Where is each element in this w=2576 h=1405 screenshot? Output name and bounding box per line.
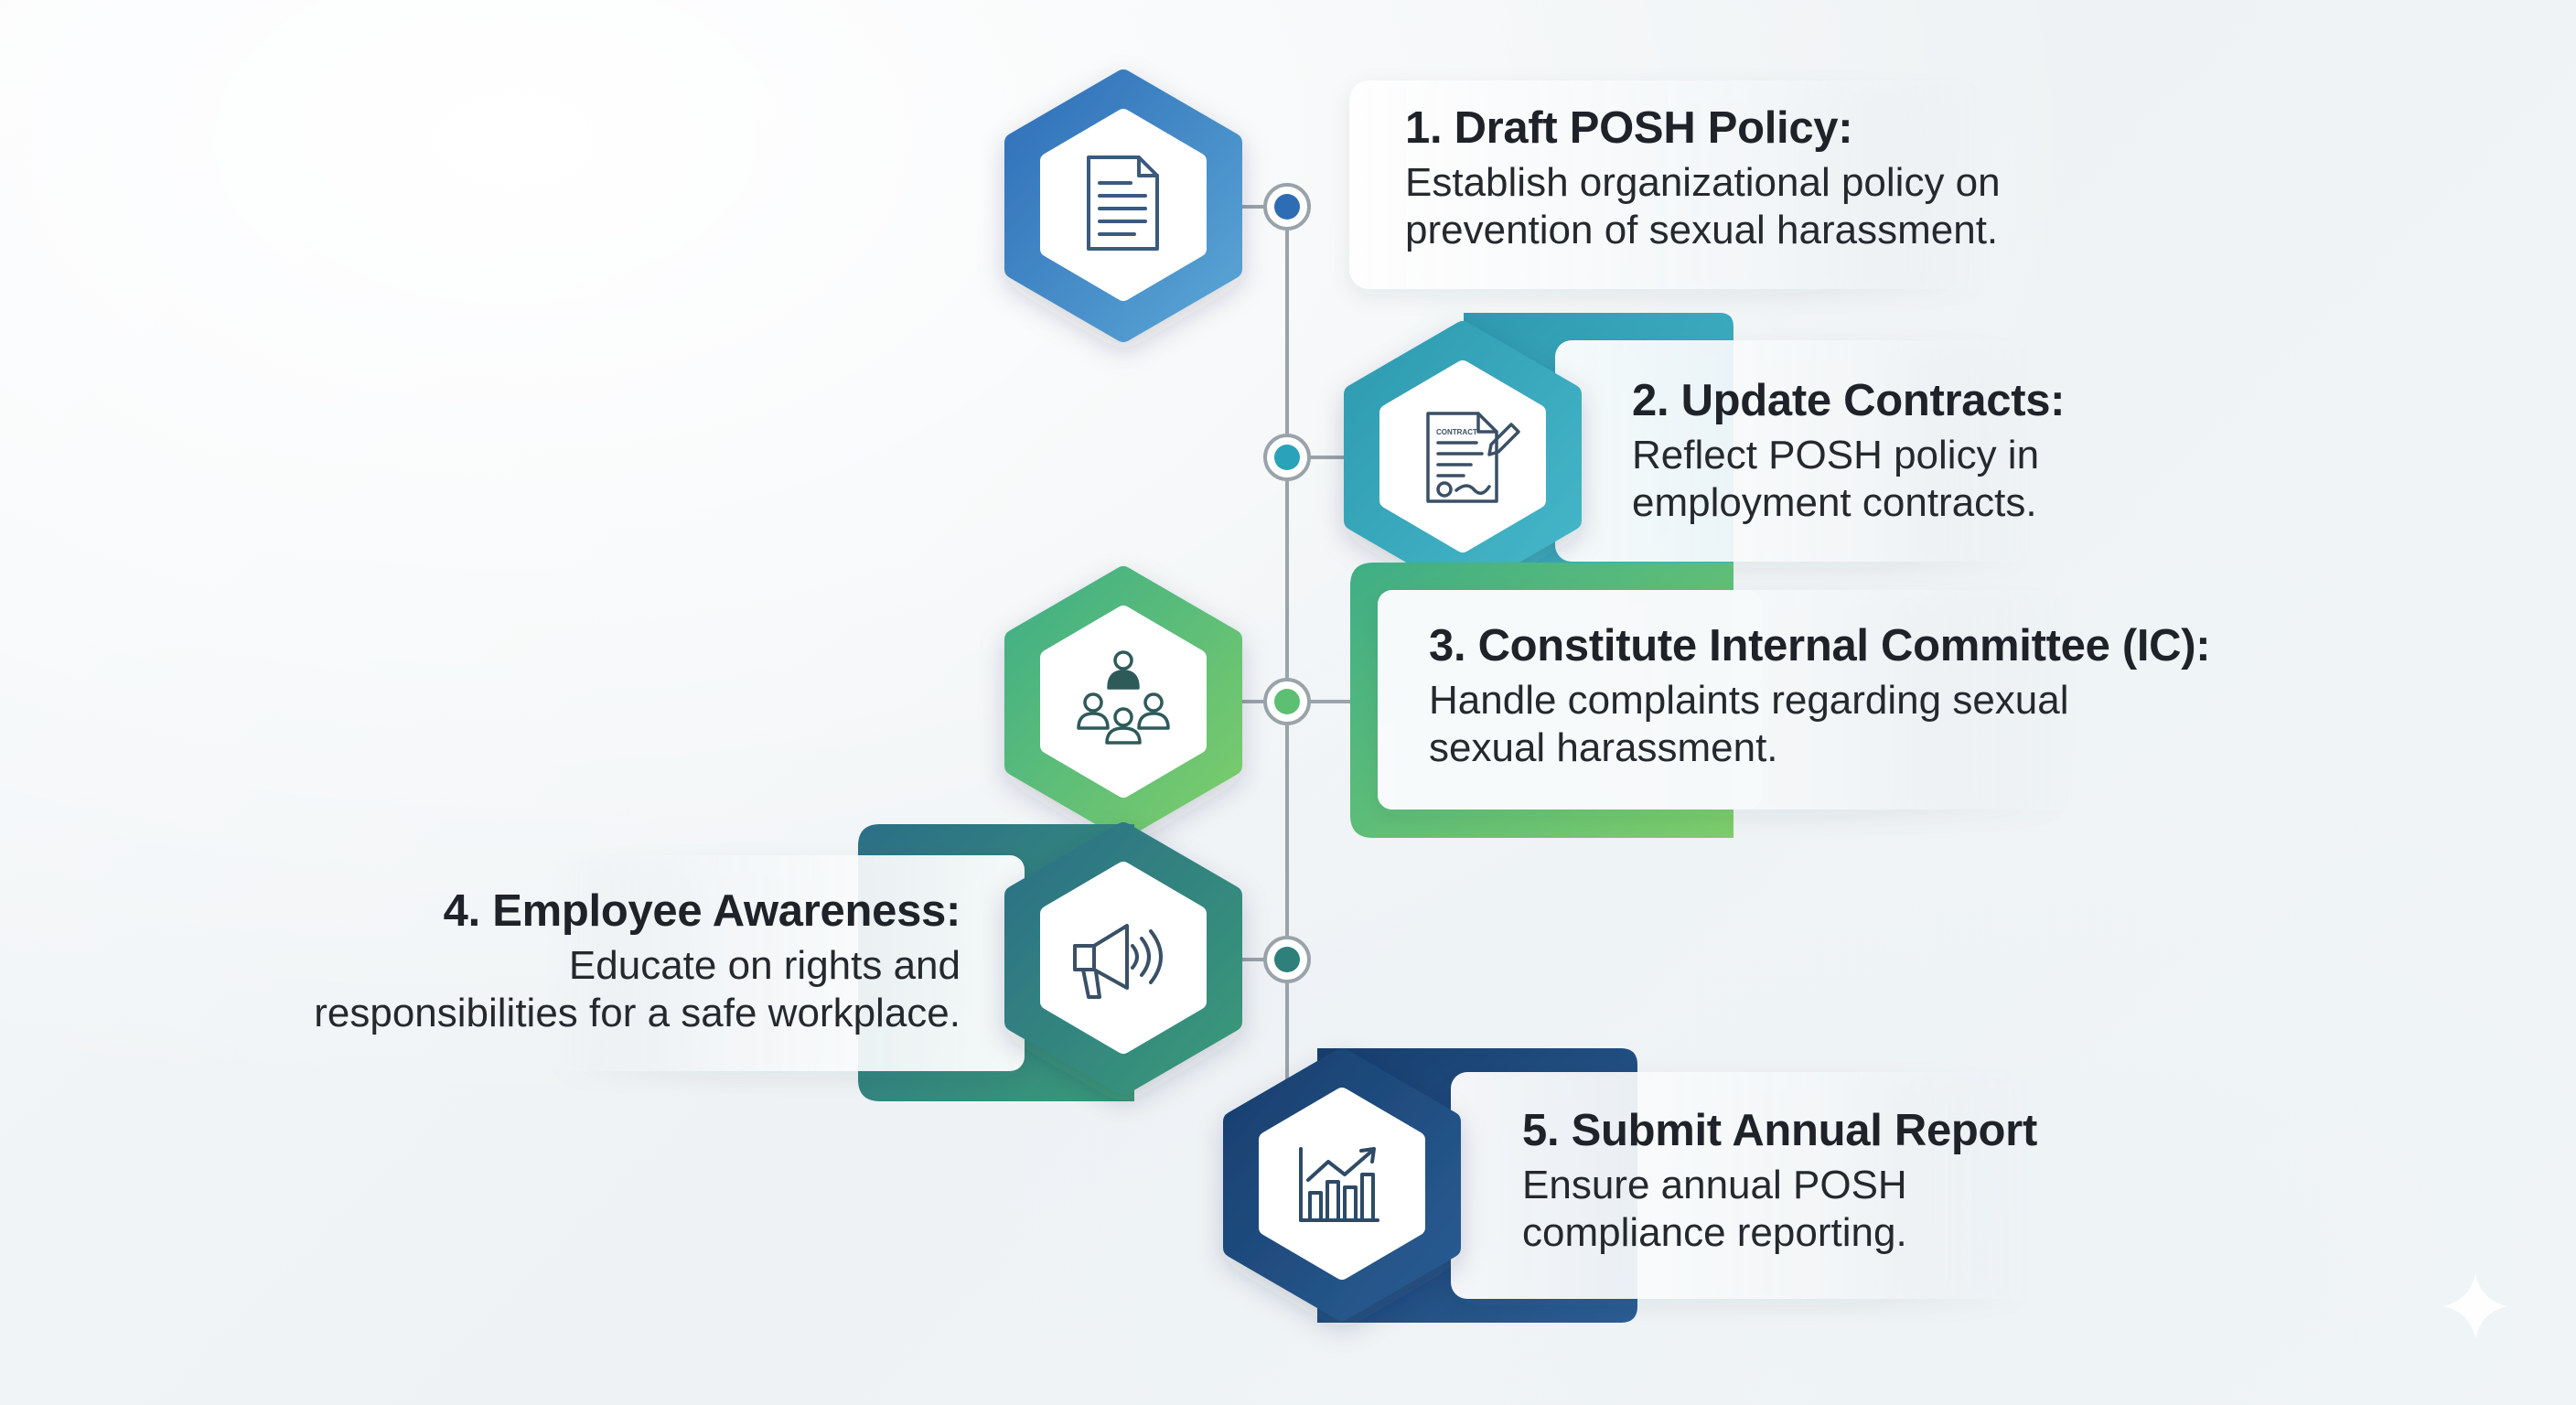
step-2-desc-line-1: Reflect POSH policy in xyxy=(1632,433,2040,478)
step-3-title: 3. Constitute Internal Committee (IC): xyxy=(1429,621,2211,670)
step-3-text: 3. Constitute Internal Committee (IC): H… xyxy=(1429,620,2211,772)
step-2-title: 2. Update Contracts: xyxy=(1632,376,2066,425)
committee-icon xyxy=(1077,650,1170,745)
step-3-node-dot xyxy=(1274,689,1300,714)
step-3 xyxy=(1004,563,2073,839)
sparkle-icon xyxy=(2442,1273,2508,1339)
step-5 xyxy=(1223,1048,2036,1323)
step-1-desc-line-2: prevention of sexual harassment. xyxy=(1405,208,1999,253)
step-2-desc-line-2: employment contracts. xyxy=(1632,480,2037,526)
step-4-hexagon xyxy=(1004,822,1242,1095)
step-4-desc-line-2: responsibilities for a safe workplace. xyxy=(314,991,961,1036)
step-4-text: 4. Employee Awareness: Educate on rights… xyxy=(314,885,961,1037)
step-2-node-dot xyxy=(1274,445,1300,470)
megaphone-icon xyxy=(1073,924,1163,999)
contract-icon-label: CONTRACT xyxy=(1436,428,1477,436)
step-2-hexagon xyxy=(1344,321,1582,594)
step-1-title: 1. Draft POSH Policy: xyxy=(1405,103,1853,153)
step-5-text: 5. Submit Annual Report Ensure annual PO… xyxy=(1522,1105,2037,1257)
step-3-desc-line-2: sexual harassment. xyxy=(1429,725,1778,771)
step-1-card xyxy=(1349,80,1990,289)
step-4-card xyxy=(549,855,1025,1071)
step-2: CONTRACT xyxy=(1263,313,2031,594)
step-2-card xyxy=(1555,340,2031,562)
step-5-desc-line-1: Ensure annual POSH xyxy=(1522,1163,1907,1208)
step-4-node-dot xyxy=(1274,947,1300,972)
step-1 xyxy=(1004,70,1990,342)
step-1-text: 1. Draft POSH Policy: Establish organiza… xyxy=(1405,102,2001,254)
step-1-node-dot xyxy=(1274,194,1300,220)
document-icon xyxy=(1087,156,1159,251)
step-5-hexagon xyxy=(1223,1048,1461,1321)
step-4-title: 4. Employee Awareness: xyxy=(443,886,961,936)
step-5-card xyxy=(1451,1072,2036,1299)
step-5-title: 5. Submit Annual Report xyxy=(1522,1106,2037,1155)
step-2-text: 2. Update Contracts: Reflect POSH policy… xyxy=(1632,375,2065,527)
step-5-desc-line-2: compliance reporting. xyxy=(1522,1210,1907,1256)
chart-icon xyxy=(1299,1147,1379,1222)
step-4 xyxy=(549,822,1311,1101)
step-1-hexagon xyxy=(1004,70,1242,342)
step-1-desc-line-1: Establish organizational policy on xyxy=(1405,160,2001,206)
step-3-hexagon xyxy=(1004,566,1242,839)
step-3-desc-line-1: Handle complaints regarding sexual xyxy=(1429,678,2069,724)
contract-icon xyxy=(1426,412,1520,503)
step-4-desc-line-1: Educate on rights and xyxy=(568,943,961,989)
